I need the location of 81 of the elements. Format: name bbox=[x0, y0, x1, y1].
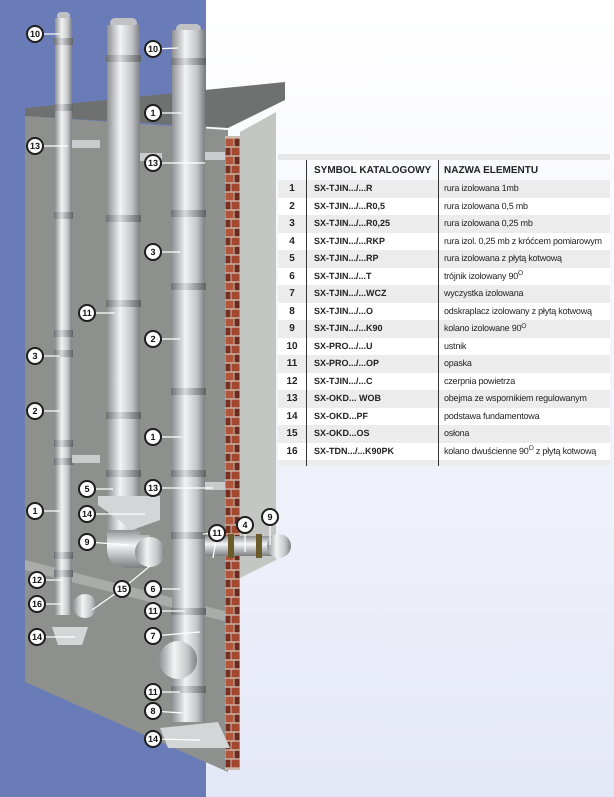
leader-line bbox=[44, 510, 60, 512]
column-header: NAZWA ELEMENTU bbox=[443, 164, 538, 178]
catalog-symbol: SX-TDN.../...K90PK bbox=[313, 444, 396, 458]
element-name: kolano izolowane 90$^{O}$ bbox=[443, 322, 526, 335]
element-name: podstawa fundamentowa bbox=[443, 410, 540, 423]
leader-line bbox=[162, 487, 213, 489]
leader-line bbox=[162, 738, 200, 741]
catalog-symbol: SX-TJIN.../...R0,25 bbox=[313, 217, 392, 230]
element-name: opaska bbox=[443, 357, 472, 370]
element-name: rura izolowana z płytą kotwową bbox=[443, 252, 562, 265]
leader-line bbox=[96, 542, 130, 546]
element-name: czerpnia powietrza bbox=[443, 374, 515, 388]
row-number: 2 bbox=[288, 200, 296, 214]
catalog-symbol: SX-TJIN.../...WCZ bbox=[313, 287, 388, 300]
leader-line bbox=[96, 513, 145, 515]
row-number: 11 bbox=[286, 357, 298, 372]
catalog-symbol: SX-OKD...PF bbox=[313, 410, 370, 422]
leader-line bbox=[96, 488, 113, 490]
leader-line bbox=[44, 355, 60, 357]
row-number: 6 bbox=[288, 270, 296, 284]
leader-line bbox=[212, 542, 216, 558]
row-number: 7 bbox=[288, 287, 296, 302]
catalog-symbol: SX-TJIN.../...T bbox=[313, 270, 373, 282]
catalog-symbol: SX-PRO.../...OP bbox=[313, 357, 380, 370]
leader-line bbox=[162, 691, 180, 693]
leader-line bbox=[44, 410, 60, 412]
catalog-symbol: SX-TJIN.../...C bbox=[313, 374, 374, 388]
element-name: rura izolowana 0,25 mb bbox=[443, 217, 533, 230]
row-number: 3 bbox=[288, 217, 296, 232]
row-number: 13 bbox=[285, 392, 299, 406]
catalog-symbol: SX-TJIN.../...RP bbox=[313, 252, 380, 265]
row-number: 10 bbox=[285, 340, 299, 354]
row-number: 8 bbox=[288, 304, 296, 319]
leader-line bbox=[128, 566, 150, 584]
catalog-symbol: SX-TJIN.../...RKP bbox=[313, 234, 386, 248]
element-name: ustnik bbox=[443, 340, 466, 352]
element-name: wyczystka izolowana bbox=[443, 287, 524, 300]
catalog-symbol: SX-TJIN.../...R0,5 bbox=[313, 200, 386, 212]
column-header: SYMBOL KATALOGOWY bbox=[313, 164, 432, 178]
row-number: 1 bbox=[288, 182, 296, 196]
catalog-symbol: SX-OKD...OS bbox=[313, 427, 371, 440]
leader-line bbox=[162, 588, 180, 590]
row-number: 9 bbox=[288, 322, 296, 336]
leader-line bbox=[46, 579, 62, 581]
row-number: 16 bbox=[285, 444, 299, 459]
element-name: rura izol. 0,25 mb z króćcem pomiarowym bbox=[443, 234, 602, 248]
row-number: 4 bbox=[288, 234, 296, 249]
element-name: kolano dwuścienne 90$^{O}$ z płytą kotwową bbox=[443, 444, 596, 458]
catalog-symbol: SX-TJIN.../...R bbox=[313, 182, 374, 195]
leader-line bbox=[96, 312, 115, 314]
leader-line bbox=[162, 631, 200, 636]
leader-line bbox=[269, 526, 271, 545]
element-name: rura izolowana 1mb bbox=[443, 182, 518, 195]
row-number: 5 bbox=[288, 252, 296, 266]
leader-line bbox=[162, 251, 180, 253]
leader-line bbox=[162, 338, 180, 340]
element-name: osłona bbox=[443, 427, 470, 440]
leader-line bbox=[162, 112, 182, 114]
row-number: 14 bbox=[285, 410, 299, 424]
catalog-symbol: SX-TJIN.../...K90 bbox=[313, 322, 384, 335]
leader-line bbox=[162, 436, 182, 438]
catalog-symbol: SX-PRO.../...U bbox=[313, 340, 374, 352]
leader-line bbox=[162, 162, 205, 164]
element-name: obejma ze wspornikiem regulowanym bbox=[443, 392, 587, 405]
row-number: 12 bbox=[285, 374, 299, 389]
row-number: 15 bbox=[285, 427, 299, 442]
leader-line bbox=[162, 711, 184, 714]
leader-line bbox=[162, 47, 178, 50]
catalog-symbol: SX-TJIN.../...O bbox=[313, 304, 374, 318]
leader-line bbox=[46, 636, 75, 638]
leader-line bbox=[44, 145, 68, 147]
leader-line bbox=[202, 533, 208, 535]
element-name: trójnik izolowany 90$^{O}$ bbox=[443, 270, 524, 283]
leader-line bbox=[92, 594, 115, 610]
catalog-symbol: SX-OKD... WOB bbox=[313, 392, 382, 405]
leader-line bbox=[46, 603, 62, 605]
leader-line bbox=[44, 33, 60, 35]
leader-line bbox=[162, 610, 185, 612]
leader-line bbox=[244, 534, 246, 552]
element-name: odskraplacz izolowany z płytą kotwową bbox=[443, 304, 592, 318]
element-name: rura izolowana 0,5 mb bbox=[443, 200, 528, 212]
